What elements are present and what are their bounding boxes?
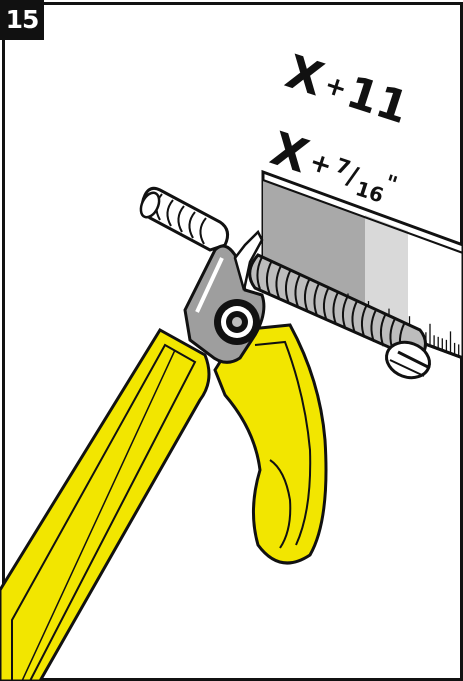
spring-icon	[137, 188, 227, 250]
measurement-label-mm: X + 11	[280, 44, 416, 134]
measure-inch-mark: "	[381, 171, 400, 198]
measure-plus-secondary: +	[306, 147, 336, 182]
measure-value-mm: 11	[340, 67, 414, 134]
